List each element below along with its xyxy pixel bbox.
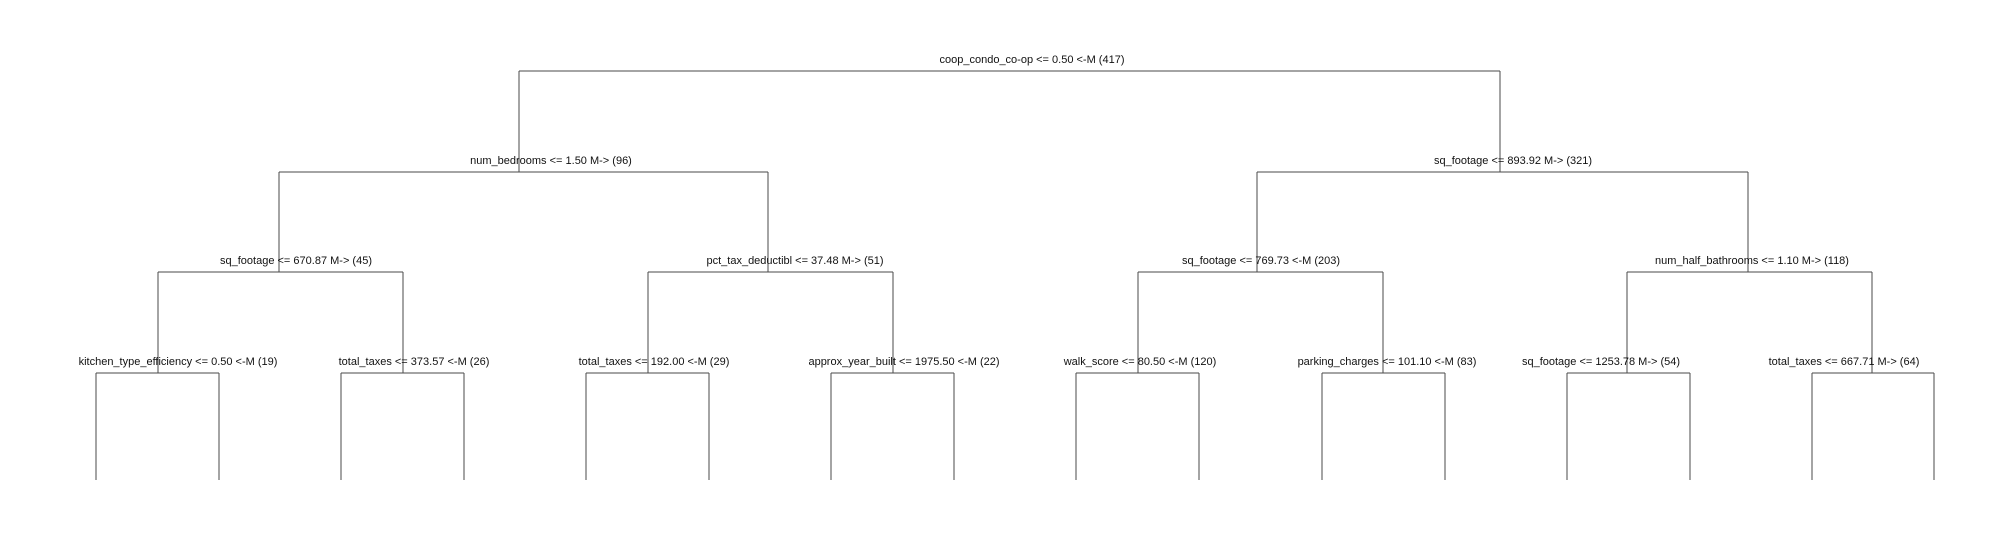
node-l3-7: total_taxes <= 667.71 M-> (64) — [1769, 356, 1920, 368]
node-l3-3: approx_year_built <= 1975.50 <-M (22) — [808, 356, 999, 368]
tree-node-labels: coop_condo_co-op <= 0.50 <-M (417) num_b… — [79, 54, 1920, 368]
node-l3-1: total_taxes <= 373.57 <-M (26) — [339, 356, 490, 368]
node-l2-1: pct_tax_deductibl <= 37.48 M-> (51) — [706, 255, 883, 267]
node-root: coop_condo_co-op <= 0.50 <-M (417) — [940, 54, 1125, 66]
node-l2-3: num_half_bathrooms <= 1.10 M-> (118) — [1655, 255, 1849, 267]
node-l1-0: num_bedrooms <= 1.50 M-> (96) — [470, 155, 632, 167]
node-l2-2: sq_footage <= 769.73 <-M (203) — [1182, 255, 1340, 267]
tree-edges — [95, 70, 1935, 480]
node-l3-5: parking_charges <= 101.10 <-M (83) — [1298, 356, 1477, 368]
node-l3-6: sq_footage <= 1253.78 M-> (54) — [1522, 356, 1680, 368]
node-l3-2: total_taxes <= 192.00 <-M (29) — [579, 356, 730, 368]
node-l2-0: sq_footage <= 670.87 M-> (45) — [220, 255, 372, 267]
node-l1-1: sq_footage <= 893.92 M-> (321) — [1434, 155, 1592, 167]
node-l3-4: walk_score <= 80.50 <-M (120) — [1063, 356, 1217, 368]
node-l3-0: kitchen_type_efficiency <= 0.50 <-M (19) — [79, 356, 278, 368]
